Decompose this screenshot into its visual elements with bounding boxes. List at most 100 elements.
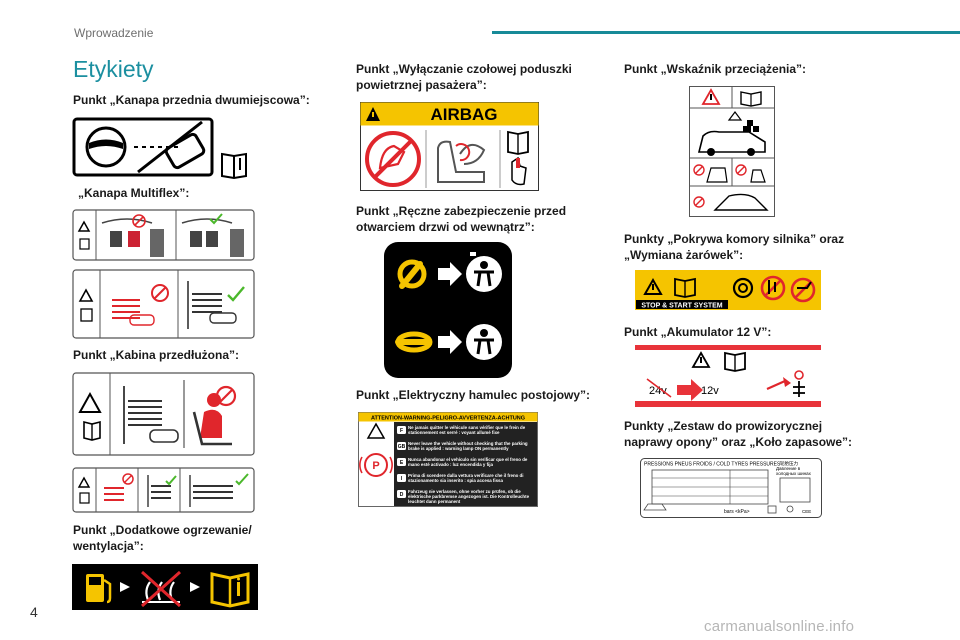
multiflex-label-1 (72, 209, 255, 261)
watermark: carmanualsonline.info (704, 618, 855, 635)
passenger-seat-icon (437, 140, 485, 183)
check-icon (227, 286, 245, 302)
header-accent-bar (492, 31, 960, 34)
door-handle-icon (397, 259, 427, 289)
overload-heading: Punkt „Wskaźnik przeciążenia”: (624, 62, 807, 76)
warning-icon (77, 476, 91, 488)
hand-icon (511, 156, 527, 186)
arrow-icon (190, 582, 200, 592)
manual-book-icon (79, 492, 90, 504)
parking-label-header: ATTENTION-WARNING-PELIGRO-AVVERTENZA-ACH… (371, 416, 525, 422)
language-code: GB (398, 444, 406, 450)
check-icon (165, 475, 177, 486)
warning-icon (78, 288, 94, 302)
parking-warning-text: Nunca abandonar el vehículo sin verifica… (408, 457, 528, 467)
section-header: Wprowadzenie (74, 26, 154, 40)
fan-belt-icon (732, 277, 754, 299)
tyre-heading: Punkty „Zestaw do prowizorycznej naprawy… (624, 419, 853, 449)
manual-book-icon (740, 91, 762, 107)
fuel-pump-icon (86, 574, 112, 604)
steering-wheel-icon (85, 126, 127, 168)
parking-heading: Punkt „Elektryczny hamulec postojowy”: (356, 388, 591, 402)
battery-12v-text: 12v (701, 385, 719, 397)
warning-icon (366, 422, 386, 439)
overload-label (689, 86, 775, 217)
prohibition-icon (151, 284, 169, 302)
childlock-label (384, 242, 512, 378)
prohibition-icon (132, 214, 146, 228)
cab-heading: Punkt „Kabina przedłużona”: (73, 348, 240, 362)
multiflex-heading: „Kanapa Multiflex”: (78, 186, 190, 200)
svg-text:холодных шинах: холодных шинах (776, 471, 812, 476)
prohibition-icon (693, 196, 705, 208)
airbag-label: AIRBAG (360, 102, 539, 191)
heating-heading: Punkt „Dodatkowe ogrzewanie/ wentylacja”… (73, 523, 252, 553)
language-code-badge (397, 474, 406, 482)
prohibition-icon (122, 473, 134, 485)
svg-text:CEE: CEE (802, 509, 811, 514)
language-code: I (401, 476, 403, 482)
svg-text:轮胎压力: 轮胎压力 (780, 460, 798, 467)
warning-icon (78, 391, 102, 413)
parking-label: ATTENTION-WARNING-PELIGRO-AVVERTENZA-ACH… (358, 412, 538, 507)
airbag-heading: Punkt „Wyłączanie czołowej poduszki powi… (356, 62, 572, 92)
prohibition-icon (735, 164, 747, 176)
bench-label (72, 116, 254, 180)
bench-frame (72, 117, 214, 177)
tyre-icon (786, 505, 794, 513)
manual-book-icon (83, 420, 101, 441)
language-code: E (400, 460, 404, 466)
svg-text:Давление в: Давление в (776, 466, 801, 471)
language-code: F (400, 428, 403, 434)
prohibition-icon (365, 131, 421, 187)
airbag-text: AIRBAG (430, 105, 497, 124)
stop-start-text: STOP & START SYSTEM (641, 303, 722, 310)
prohibition-icon (693, 164, 705, 176)
door-handle-icon (395, 331, 433, 353)
arrow-icon (677, 379, 703, 401)
battery-label: 24v 12v (635, 345, 821, 407)
seat-icon (164, 132, 206, 170)
car-on-slope-icon (713, 193, 769, 211)
manual-book-icon (767, 505, 777, 514)
manual-book-icon (724, 351, 746, 372)
arrow-icon (438, 262, 462, 286)
van-icon (697, 130, 766, 153)
manual-book-icon (507, 130, 529, 155)
battery-24v-text: 24v (649, 385, 667, 397)
arrow-icon (120, 582, 130, 592)
stop-start-label: STOP & START SYSTEM (635, 270, 821, 310)
tyre-units: bars <kPa> (724, 509, 750, 515)
check-icon (235, 473, 249, 486)
manual-book-icon (80, 308, 93, 322)
cab-label (72, 372, 255, 456)
warning-icon (77, 220, 91, 232)
battery-heading: Punkt „Akumulator 12 V”: (624, 325, 772, 339)
jump-cable-icon (766, 370, 805, 397)
page-title: Etykiety (73, 56, 154, 82)
parking-warning-text: Prima di scendere dalla vettura verifica… (408, 473, 524, 483)
language-code: D (400, 492, 404, 498)
parking-warning-text: Ne jamais quitter le véhicule sans vérif… (408, 425, 526, 435)
childlock-heading: Punkt „Ręczne zabezpieczenie przed otwar… (356, 204, 567, 234)
warning-icon (701, 88, 721, 105)
manual-book-icon (221, 152, 247, 180)
language-code-badge (397, 458, 406, 466)
child-seat-icon (378, 144, 406, 170)
manual-book-icon (210, 572, 250, 608)
parking-warning-text: Never leave the vehicle without checking… (408, 441, 528, 451)
tyre-label-header: PRESSIONS PNEUS FROIDS / COLD TYRES PRES… (644, 462, 781, 468)
page-number: 4 (30, 604, 38, 620)
language-code-badge (397, 442, 406, 450)
bonnet-heading: Punkty „Pokrywa komory silnika” oraz „Wy… (624, 232, 845, 262)
cab-label-2 (72, 467, 255, 513)
bench-heading: Punkt „Kanapa przednia dwumiejscowa”: (73, 93, 310, 107)
heating-label (72, 564, 258, 610)
prohibition-icon (790, 277, 816, 303)
language-code-badge (397, 490, 406, 498)
warning-icon (643, 277, 663, 295)
manual-book-icon (79, 238, 90, 250)
child-icon (466, 324, 502, 360)
prohibition-icon (760, 275, 786, 301)
heater-prohibited-icon (140, 570, 182, 608)
